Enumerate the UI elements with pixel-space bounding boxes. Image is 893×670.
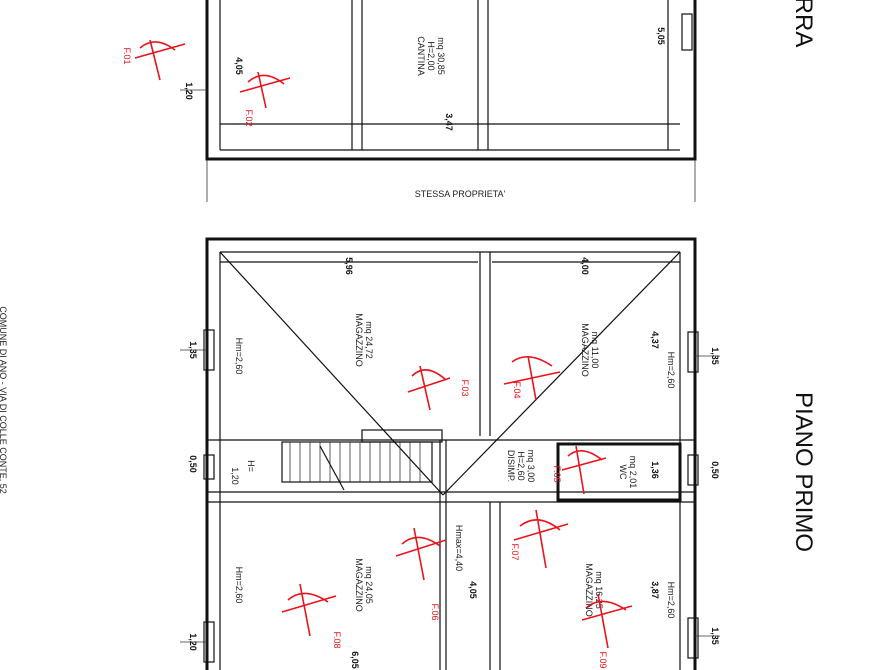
room-label-disimpegno: DISIMP. H=2,60 mq 3,00: [506, 450, 536, 483]
staircase: [281, 429, 443, 491]
svg-text:F.04: F.04: [512, 381, 522, 398]
photo-marker: F.04: [503, 355, 561, 401]
window-right: [687, 617, 699, 659]
dimension-label: 5,96: [344, 257, 354, 275]
exterior-wall: [205, 237, 697, 670]
photo-marker: F.09: [581, 593, 633, 669]
svg-text:MAGAZZINO: MAGAZZINO: [580, 323, 590, 377]
photo-marker: F.05: [552, 445, 607, 495]
stair-width-label: 1,20: [230, 467, 240, 485]
cantina-label: CANTINA H=2,00 mq 30,85: [416, 36, 446, 76]
sill-dimension: 0,50: [710, 461, 720, 479]
svg-text:MAGAZZINO: MAGAZZINO: [584, 563, 594, 617]
svg-text:mq 24,05: mq 24,05: [364, 566, 374, 604]
dimension-label: 5,05: [656, 27, 666, 45]
svg-text:mq 2,01: mq 2,01: [628, 456, 638, 489]
svg-text:H=2,00: H=2,00: [426, 41, 436, 70]
svg-text:mq 30,85: mq 30,85: [436, 37, 446, 75]
dimension-label: 4,05: [468, 581, 478, 599]
dimension-label: 3,47: [444, 113, 454, 131]
floor-title-first: PIANO PRIMO: [790, 392, 817, 552]
svg-text:WC: WC: [618, 465, 628, 480]
svg-text:F.02: F.02: [244, 109, 254, 126]
svg-text:F.03: F.03: [460, 379, 470, 396]
floor-title-ground: RRA: [790, 0, 817, 47]
dimension-label: 4,05: [234, 57, 244, 75]
void-diagonal: [442, 251, 681, 496]
svg-text:F.06: F.06: [430, 603, 440, 620]
window-right: [687, 454, 699, 486]
window-left: [203, 454, 215, 480]
room-label-wc: WC mq 2,01: [618, 456, 638, 489]
photo-marker: F.02: [239, 71, 291, 127]
svg-text:mq 11,00: mq 11,00: [590, 332, 600, 369]
room-label-magazzino-2: MAGAZZINO mq 11,00: [580, 323, 600, 377]
ground-floor-plan: STESSA PROPRIETA' CANTINA H=2,00 mq 30,8…: [122, 0, 817, 202]
same-owner-label: STESSA PROPRIETA': [415, 189, 506, 199]
wc-walls: [556, 442, 682, 502]
photo-marker: F.03: [407, 365, 470, 411]
stair-height-label: H=: [246, 460, 256, 472]
svg-text:mq 3,00: mq 3,00: [526, 450, 536, 483]
first-floor-plan: MAGAZZINO mq 24,72 Hm=2,60 MAGAZZINO mq …: [180, 237, 817, 670]
exterior-wall: [205, 0, 697, 161]
svg-text:F.01: F.01: [122, 47, 132, 64]
window: [681, 13, 693, 51]
dimension-label: 1,20: [184, 82, 194, 100]
svg-text:mq 16,25: mq 16,25: [594, 571, 604, 609]
svg-text:F.07: F.07: [510, 543, 520, 560]
dimension-label: 4,37: [650, 331, 660, 349]
void-diagonal: [219, 251, 444, 496]
room-label-magazzino-3: MAGAZZINO mq 24,05: [354, 558, 374, 612]
dimension-label: 1,36: [650, 461, 660, 479]
svg-text:F.09: F.09: [598, 651, 608, 668]
svg-text:CANTINA: CANTINA: [416, 36, 426, 76]
photo-marker: F.07: [510, 509, 569, 569]
photo-marker: F.01: [122, 39, 186, 81]
room-label-magazzino-4: MAGAZZINO mq 16,25: [584, 563, 604, 617]
dimension-label: 6,05: [350, 651, 360, 669]
svg-text:MAGAZZINO: MAGAZZINO: [354, 313, 364, 367]
svg-text:F.05: F.05: [552, 465, 562, 482]
room-height-label: Hm=2,60: [234, 567, 244, 604]
svg-text:DISIMP.: DISIMP.: [506, 450, 516, 482]
room-height-label: Hm=2,60: [666, 352, 676, 389]
room-height-label: Hm=2,60: [666, 582, 676, 619]
address-caption: COMUNE DI ANO - VIA DI COLLE CONTE, 52: [0, 306, 8, 494]
room-height-label: Hm=2,60: [234, 338, 244, 375]
dimension-label: 3,87: [650, 581, 660, 599]
svg-text:F.08: F.08: [332, 631, 342, 648]
max-height-label: Hmax=4,40: [454, 525, 464, 571]
window-right: [687, 331, 699, 373]
dimension-label: 4,00: [580, 257, 590, 275]
svg-text:MAGAZZINO: MAGAZZINO: [354, 558, 364, 612]
photo-marker: F.06: [395, 527, 447, 621]
svg-text:mq 24,72: mq 24,72: [364, 321, 374, 359]
photo-marker: F.08: [281, 583, 342, 649]
room-label-magazzino-1: MAGAZZINO mq 24,72: [354, 313, 374, 367]
sill-dimension: 0,50: [188, 455, 198, 473]
svg-text:H=2,60: H=2,60: [516, 451, 526, 480]
